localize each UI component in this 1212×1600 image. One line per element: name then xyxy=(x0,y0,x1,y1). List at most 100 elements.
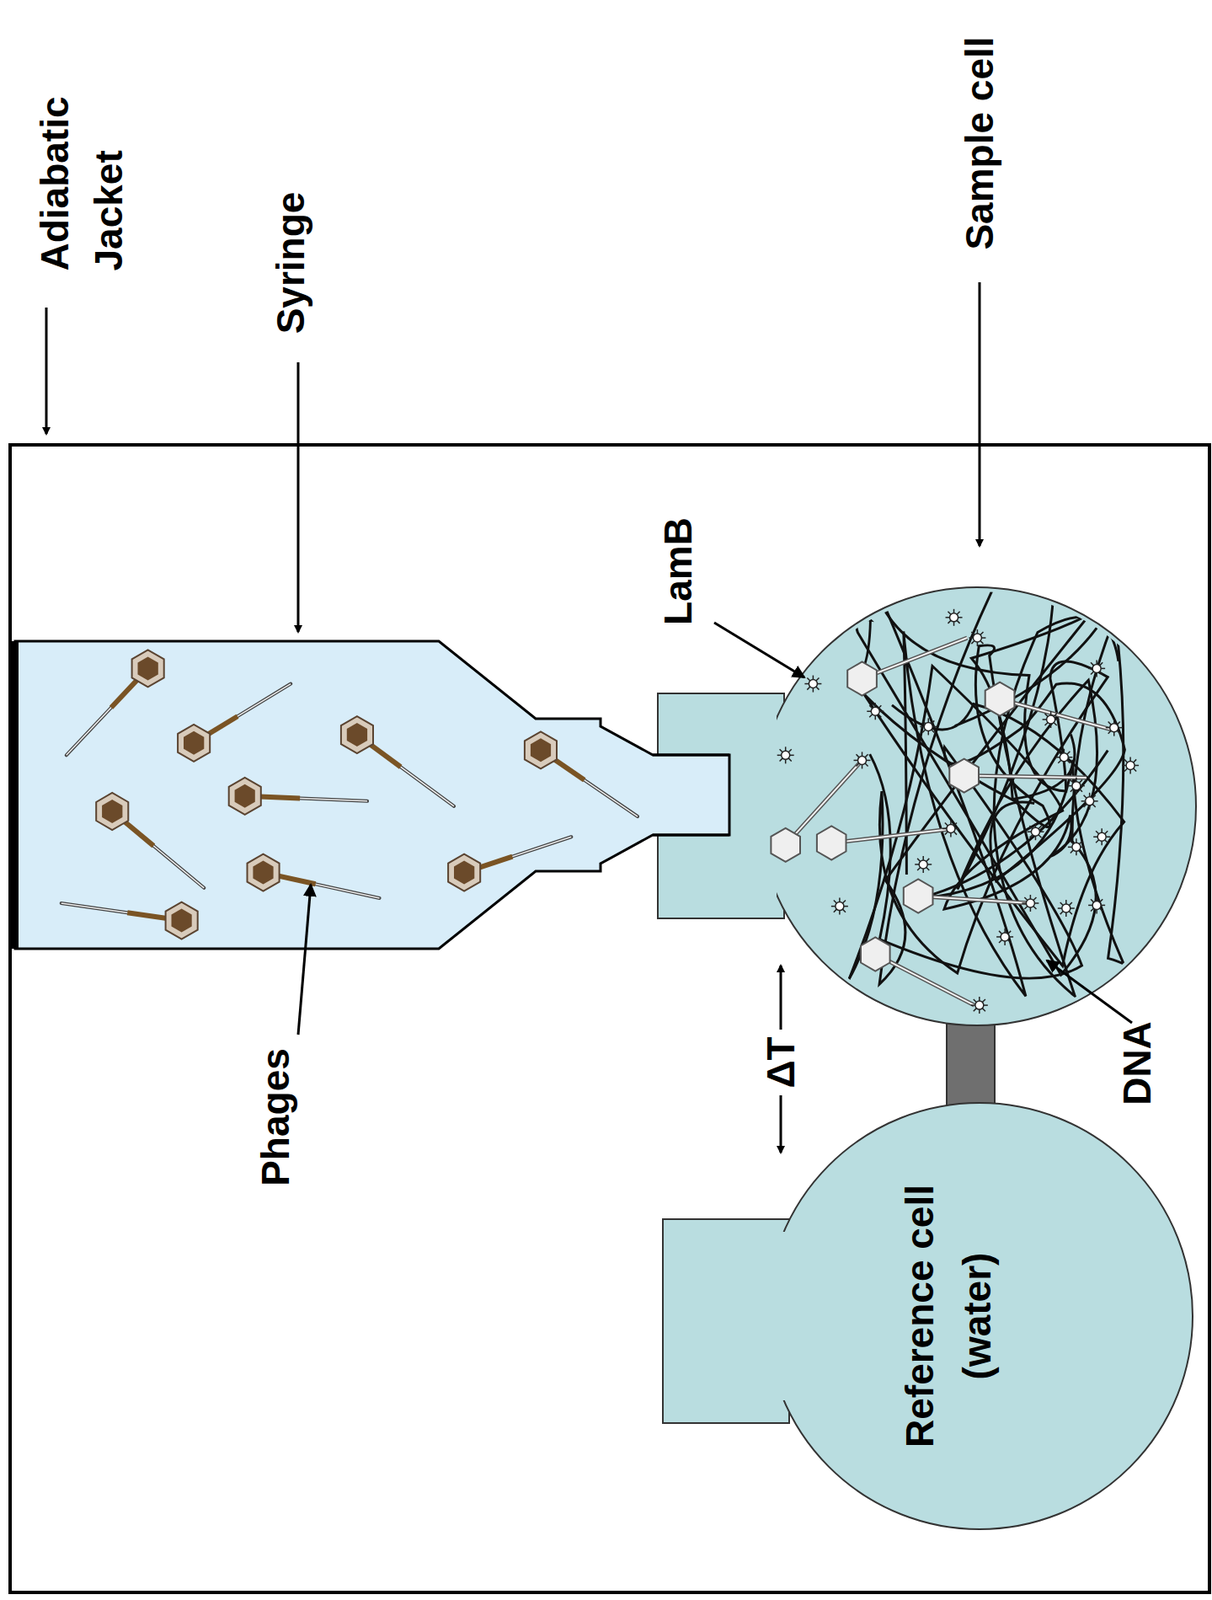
dna-group xyxy=(845,571,1143,1000)
callout-label: Syringe xyxy=(263,192,318,335)
lamb-receptor xyxy=(781,750,791,759)
phage-tail-core xyxy=(263,872,380,898)
bound-phage-tail-core xyxy=(862,637,968,679)
lamb-spike xyxy=(1008,930,1012,935)
lamb-spike xyxy=(1038,825,1042,829)
phage-capsid xyxy=(101,799,123,823)
lamb-receptor xyxy=(835,902,844,911)
lamb-spike xyxy=(816,677,820,681)
bound-phage-tail xyxy=(862,637,968,679)
bound-phage-tail xyxy=(964,775,1087,778)
phage-head xyxy=(341,715,374,753)
lamb-receptor xyxy=(1092,900,1101,909)
phage-tail xyxy=(245,795,368,801)
phage-capsid xyxy=(183,731,204,755)
lamb-spike xyxy=(1105,830,1109,834)
syringe-body xyxy=(15,640,730,949)
bound-phage-head xyxy=(860,937,891,972)
lamb-receptor xyxy=(918,859,928,869)
lamb-spike xyxy=(1053,713,1058,717)
lamb-receptor xyxy=(1000,932,1010,941)
lamb-receptor xyxy=(1072,781,1081,791)
lamb-spike xyxy=(1099,662,1104,666)
lamb-receptor xyxy=(1092,663,1101,673)
lamb-spike xyxy=(922,855,924,860)
bound-phage-head xyxy=(903,879,934,914)
lamb-spike xyxy=(816,686,820,690)
lamb-receptor xyxy=(975,1000,984,1010)
bound-phage-head xyxy=(816,826,847,860)
bound-phage-head xyxy=(847,662,877,696)
lamb-spike xyxy=(1105,839,1109,844)
leader-arrow xyxy=(297,362,300,632)
lamb-receptor xyxy=(950,613,959,622)
bound-phage-tail-core xyxy=(831,828,954,844)
lamb-receptor xyxy=(1085,796,1095,806)
lamb-receptor xyxy=(1097,832,1106,841)
lamb-receptor xyxy=(1030,827,1040,836)
phage-capsid xyxy=(347,722,368,747)
lamb-receptor xyxy=(1072,842,1081,851)
syringe-tip-edge xyxy=(652,833,730,837)
lamb-spike xyxy=(1078,849,1083,854)
leader-arrow xyxy=(298,884,311,1035)
bound-phage-tail-core xyxy=(964,775,1087,778)
leader-arrow xyxy=(1046,960,1132,1023)
phage-capsid xyxy=(171,908,193,933)
bound-phage-tail xyxy=(831,828,954,844)
bound-phage-tail xyxy=(999,699,1112,730)
phage-tail xyxy=(61,902,182,921)
node-text: Reference cell (water) xyxy=(891,1134,1006,1497)
lamb-receptor xyxy=(1062,903,1071,913)
lamb-receptor xyxy=(858,755,867,764)
callout-label: DNA xyxy=(1110,1020,1164,1106)
callout-label: Phages xyxy=(248,1047,303,1186)
lamb-receptor xyxy=(1110,723,1119,732)
adiabatic-jacket xyxy=(10,444,1210,1592)
dna-strand xyxy=(975,616,1119,996)
lamb-receptor xyxy=(808,679,817,689)
reference-cell: Reference cell (water) xyxy=(764,1100,1195,1531)
phage-head xyxy=(229,777,262,815)
lamb-spike xyxy=(1038,834,1042,839)
lamb-receptor xyxy=(1025,898,1035,908)
leader-arrow xyxy=(714,622,805,678)
delta-t-arrow xyxy=(779,965,783,1030)
phage-capsid xyxy=(453,860,475,885)
lamb-receptor xyxy=(923,721,933,731)
phage-head xyxy=(177,724,210,762)
lamb-spike xyxy=(869,714,873,718)
phage-head xyxy=(247,854,280,892)
lamb-spike xyxy=(1078,779,1083,784)
lamb-spike xyxy=(842,900,846,904)
bound-phage-tail-core xyxy=(999,699,1112,730)
phage-tail xyxy=(66,667,149,755)
leader-arrow xyxy=(45,307,49,434)
callout-label: Sample cell xyxy=(952,36,1007,250)
dna-strand xyxy=(845,574,1132,997)
lamb-spike xyxy=(833,900,838,904)
delta-t-arrow xyxy=(779,1094,783,1153)
phage-capsid xyxy=(252,860,273,885)
lamb-receptor xyxy=(946,824,956,833)
lamb-receptor xyxy=(870,706,880,716)
phage-capsid xyxy=(530,737,551,762)
lamb-spike xyxy=(1053,721,1058,726)
bound-phage-tail-core xyxy=(918,896,1031,903)
phage-tail-core xyxy=(61,902,182,921)
phage-head xyxy=(132,649,165,687)
phage-capsid xyxy=(234,784,256,808)
lamb-receptor xyxy=(1059,752,1068,762)
bound-phage-head xyxy=(985,682,1015,716)
phage-head xyxy=(165,902,198,940)
phage-capsid xyxy=(138,656,159,680)
neck-join xyxy=(764,1231,799,1400)
phage-head xyxy=(448,854,481,892)
phage-head xyxy=(524,731,557,769)
phage-tail-core xyxy=(245,795,368,801)
callout-label: Adiabatic Jacket xyxy=(27,96,136,271)
lamb-receptor xyxy=(972,633,982,642)
lamb-receptor xyxy=(1046,715,1056,724)
callout-label: ΔT xyxy=(753,1035,808,1088)
sample-cell xyxy=(758,587,1196,1026)
